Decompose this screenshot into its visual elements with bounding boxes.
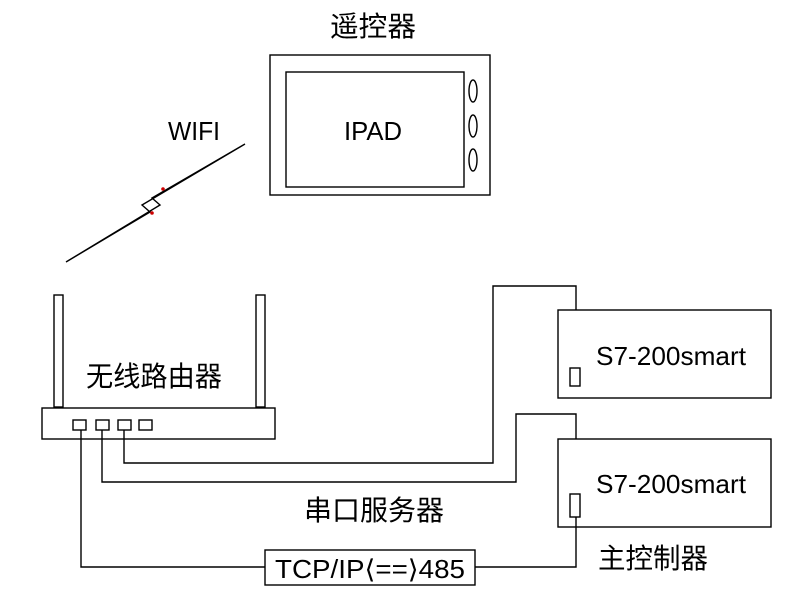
router-antenna-left bbox=[53, 294, 64, 408]
router-antenna-right bbox=[255, 294, 266, 408]
plc-bottom-body bbox=[557, 438, 772, 528]
ipad-outer-frame bbox=[269, 54, 491, 196]
serial-server: TCP/IP⟨==⟩485 bbox=[264, 549, 476, 586]
ipad-button-top bbox=[468, 79, 478, 103]
connection-lines bbox=[80, 285, 577, 568]
link-serial-server-to-plc-bottom bbox=[475, 517, 577, 568]
plc-top-body bbox=[557, 309, 772, 399]
main-controller-caption: 主控制器 bbox=[598, 543, 708, 574]
ipad-button-bottom bbox=[468, 148, 478, 172]
ethernet-router-to-plc-bottom bbox=[101, 413, 577, 483]
ipad-label: IPAD bbox=[344, 116, 402, 146]
serial-server-box bbox=[264, 549, 476, 586]
router-body bbox=[41, 407, 276, 440]
plc-top-port bbox=[569, 367, 581, 387]
router-port-3 bbox=[117, 419, 132, 431]
ethernet-router-to-plc-top bbox=[123, 285, 577, 464]
wifi-label: WIFI bbox=[168, 116, 220, 146]
plc-top-label: S7-200smart bbox=[596, 341, 747, 371]
serial-server-caption: 串口服务器 bbox=[304, 495, 444, 526]
wireless-link-dot-upper bbox=[161, 187, 165, 191]
ipad-screen bbox=[285, 71, 465, 188]
serial-server-protocol-label: TCP/IP⟨==⟩485 bbox=[275, 554, 465, 584]
router-port-1 bbox=[72, 419, 87, 431]
ipad-button-middle bbox=[468, 114, 478, 138]
wireless-link-dot-lower bbox=[150, 211, 154, 215]
plc-bottom-label: S7-200smart bbox=[596, 469, 747, 499]
plc-bottom: S7-200smart bbox=[557, 438, 772, 528]
wireless-link-icon bbox=[65, 143, 246, 263]
link-router-to-serial-server bbox=[80, 430, 265, 568]
ipad-device: IPAD bbox=[269, 54, 491, 196]
plc-bottom-port bbox=[569, 493, 581, 518]
remote-title: 遥控器 bbox=[330, 11, 416, 42]
router-port-4 bbox=[138, 419, 153, 431]
wireless-router: 无线路由器 bbox=[41, 294, 276, 440]
router-port-2 bbox=[95, 419, 110, 431]
plc-top: S7-200smart bbox=[557, 309, 772, 399]
router-label: 无线路由器 bbox=[86, 361, 222, 392]
